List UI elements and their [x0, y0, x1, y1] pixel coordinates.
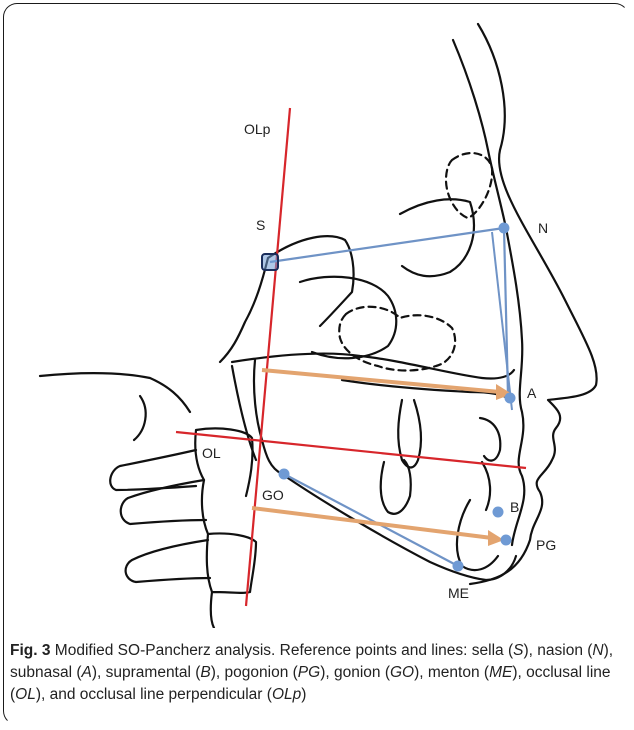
caption-title: Modified SO-Pancherz analysis. Reference… [50, 642, 467, 659]
sphenoid-outline [300, 277, 396, 359]
bony-profile [453, 40, 524, 545]
lower-teeth [381, 460, 490, 514]
label-pg: PG [536, 537, 556, 553]
figure-number: Fig. 3 [10, 642, 50, 659]
caption-abbrev-2: A [82, 664, 92, 681]
caption-abbrev-5: GO [390, 664, 414, 681]
point-n [499, 223, 510, 234]
caption-text-6: ), menton ( [414, 664, 489, 681]
point-b [493, 507, 504, 518]
neck-outline [134, 396, 146, 440]
pg-projection-arrow [252, 508, 492, 538]
label-me: ME [448, 585, 469, 601]
cranial-base [220, 236, 354, 362]
caption-abbrev-4: PG [298, 664, 320, 681]
caption-abbrev-6: ME [489, 664, 512, 681]
label-a: A [527, 385, 537, 401]
spine-outline [121, 480, 210, 582]
caption-text-3: ), supramental ( [92, 664, 201, 681]
label-go: GO [262, 487, 284, 503]
caption-text-8: ), and occlusal line perpendicular ( [36, 686, 272, 703]
point-me [453, 561, 464, 572]
caption-abbrev-0: S [513, 642, 523, 659]
nb-line [492, 232, 512, 410]
cephalometric-figure: OLp S N A OL GO B PG ME [0, 0, 634, 628]
olp-line [246, 108, 290, 606]
label-ol: OL [202, 445, 221, 461]
maxilla-outline [232, 354, 514, 379]
caption-abbrev-1: N [592, 642, 603, 659]
label-s: S [256, 217, 265, 233]
go-me-line [284, 474, 458, 566]
label-n: N [538, 220, 548, 236]
label-b: B [510, 499, 519, 515]
sn-line [270, 228, 504, 262]
ol-line [176, 432, 526, 468]
a-projection-arrow [262, 370, 500, 392]
caption-text-5: ), gonion ( [320, 664, 390, 681]
point-a [505, 393, 516, 404]
point-s-box [262, 254, 278, 270]
caption-abbrev-7: OL [15, 686, 36, 703]
caption-text-0: sella ( [467, 642, 513, 659]
caption-text-1: ), nasion ( [523, 642, 592, 659]
caption-abbrev-8: OLp [272, 686, 301, 703]
label-olp: OLp [244, 121, 271, 137]
caption-abbrev-3: B [200, 664, 210, 681]
occiput-outline [40, 373, 190, 412]
frontal-sinus-outline [446, 153, 492, 218]
caption-text-4: ), pogonion ( [211, 664, 298, 681]
point-pg [501, 535, 512, 546]
caption-text-9: ) [301, 686, 306, 703]
point-go [279, 469, 290, 480]
figure-caption: Fig. 3 Modified SO-Pancherz analysis. Re… [10, 640, 622, 706]
